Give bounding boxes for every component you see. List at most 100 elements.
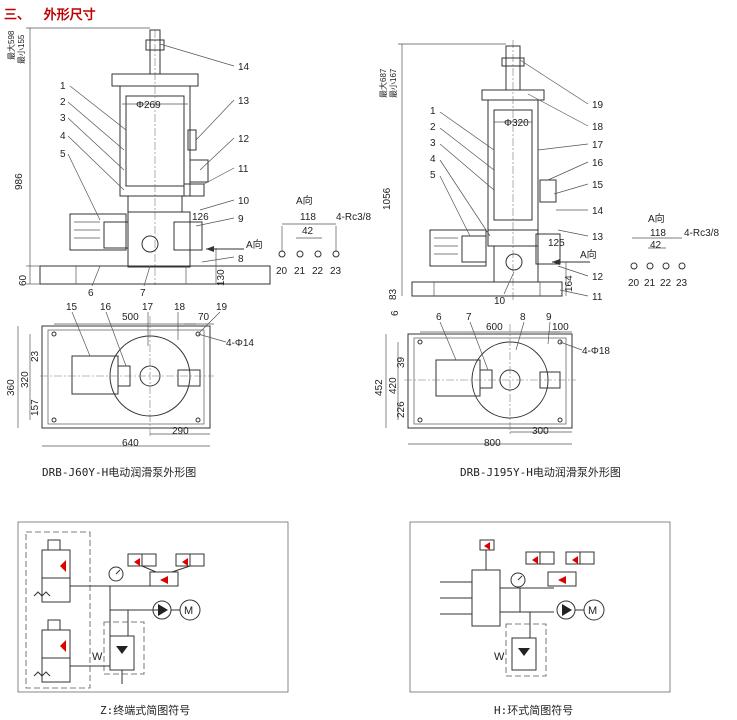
right-pump-elevation: Φ320 最大687 最小167 1056 83 6 164 125 A向	[378, 40, 597, 316]
right-part-label: 16	[592, 158, 604, 169]
left-schematic-caption: Z:终端式简图符号	[100, 704, 191, 717]
right-part-label: 2	[430, 122, 436, 133]
right-part-label: 18	[592, 122, 604, 133]
right-a-view: A向 118 42 4-Rc3/8 20 21 22 23	[628, 212, 719, 289]
right-schematic: M W	[409, 521, 671, 693]
spring-symbol: W	[92, 651, 103, 663]
a-view-title: A向	[296, 194, 313, 207]
right-max-label: 最大687	[378, 68, 388, 98]
plan-dim: 290	[172, 426, 189, 437]
port-label: 21	[644, 278, 656, 289]
port-label: 23	[676, 278, 688, 289]
left-part-label: 13	[238, 96, 250, 107]
a-view-width: 42	[650, 240, 662, 251]
right-part-label: 6	[436, 312, 442, 323]
right-drawing-caption: DRB-J195Y-H电动润滑泵外形图	[460, 466, 621, 479]
left-part-label: 15	[66, 302, 78, 313]
port-label: 20	[276, 266, 288, 277]
plan-dim: 23	[30, 350, 41, 362]
left-part-label: 7	[140, 288, 146, 299]
right-dim-125: 125	[548, 238, 565, 249]
port-label: 22	[660, 278, 672, 289]
left-part-labels-left: 1 2 3 4 5	[60, 81, 66, 160]
right-part-label: 1	[430, 106, 436, 117]
right-part-label: 8	[520, 312, 526, 323]
right-part-label: 14	[592, 206, 604, 217]
left-part-label: 9	[238, 214, 244, 225]
left-part-label: 8	[238, 254, 244, 265]
plan-dim: 157	[30, 399, 41, 416]
right-part-label: 19	[592, 100, 604, 111]
right-a-direction: A向	[580, 248, 597, 261]
left-part-labels-right: 14 13 12 11 10 9 8	[238, 62, 250, 265]
right-part-label: 7	[466, 312, 472, 323]
left-part-label: 3	[60, 113, 66, 124]
left-part-label: 10	[238, 196, 250, 207]
a-view-width: 118	[300, 212, 316, 223]
left-min-label: 最小155	[17, 34, 26, 64]
plan-dim: 70	[198, 312, 210, 323]
left-a-view: A向 118 42 4-Rc3/8 20 21 22 23	[276, 194, 371, 277]
right-part-label: 10	[494, 296, 506, 307]
right-plan-view: 600 100 4-Φ18 6 7 8 9 452 420 39 226 300…	[374, 312, 610, 449]
plan-dim: 452	[374, 379, 385, 396]
left-part-label: 17	[142, 302, 154, 313]
left-part-label: 12	[238, 134, 250, 145]
plan-dim: 100	[552, 322, 569, 333]
left-plan-view: 500 70 4-Φ14 15 16 17 18 19 360 320 23 1…	[6, 302, 254, 449]
right-part-label: 9	[546, 312, 552, 323]
right-part-label: 15	[592, 180, 604, 191]
plan-dim: 420	[388, 377, 399, 394]
left-part-label: 6	[88, 288, 94, 299]
left-dim-130: 130	[216, 269, 227, 286]
diameter-label: Φ320	[504, 118, 529, 129]
plan-dim: 500	[122, 312, 139, 323]
left-part-label: 18	[174, 302, 186, 313]
left-part-label: 5	[60, 149, 66, 160]
right-schematic-caption: H:环式简图符号	[494, 704, 574, 717]
plan-dim: 39	[396, 356, 407, 368]
right-part-label: 17	[592, 140, 604, 151]
left-part-labels-bottom: 6 7	[88, 265, 151, 299]
left-total-height: 986	[14, 173, 25, 190]
right-part-label: 13	[592, 232, 604, 243]
right-part-label: 3	[430, 138, 436, 149]
right-base-height: 83	[388, 288, 399, 300]
port-label: 23	[330, 266, 342, 277]
right-part-label: 4	[430, 154, 436, 165]
plan-holes: 4-Φ14	[226, 338, 254, 349]
motor-symbol: M	[184, 605, 193, 617]
diameter-label: Φ269	[136, 100, 161, 111]
a-view-thread: 4-Rc3/8	[684, 228, 719, 239]
left-dim-126: 126	[192, 212, 209, 223]
plan-dim: 300	[532, 426, 549, 437]
right-part-label: 12	[592, 272, 604, 283]
section-heading: 三、 外形尺寸	[4, 8, 96, 23]
left-part-label: 11	[238, 164, 249, 175]
plan-dim: 226	[396, 401, 407, 418]
left-a-direction: A向	[246, 238, 263, 251]
left-part-label: 4	[60, 131, 66, 142]
left-part-label: 16	[100, 302, 112, 313]
right-total-height: 1056	[382, 187, 393, 210]
plan-dim: 360	[6, 379, 17, 396]
right-part-labels-left: 1 2 3 4 5	[430, 106, 436, 181]
a-view-thread: 4-Rc3/8	[336, 212, 371, 223]
right-part-label: 5	[430, 170, 436, 181]
left-max-label: 最大598	[6, 30, 16, 60]
left-part-label: 1	[60, 81, 66, 92]
port-label: 20	[628, 278, 640, 289]
right-part-labels-right: 19 18 17 16 15 14 13 12 11 10	[494, 100, 604, 307]
a-view-width: 118	[650, 228, 666, 239]
left-base-height: 60	[18, 274, 29, 286]
left-pump-elevation: Φ269 最大598 最小155 986 60 130 126	[6, 27, 271, 286]
right-min-label: 最小167	[389, 68, 398, 98]
a-view-title: A向	[648, 212, 665, 225]
plan-dim: 320	[20, 371, 31, 388]
motor-symbol: M	[588, 605, 597, 617]
left-part-label: 14	[238, 62, 250, 73]
plan-dim: 600	[486, 322, 503, 333]
spring-symbol: W	[494, 651, 505, 663]
right-part-label: 11	[592, 292, 603, 303]
